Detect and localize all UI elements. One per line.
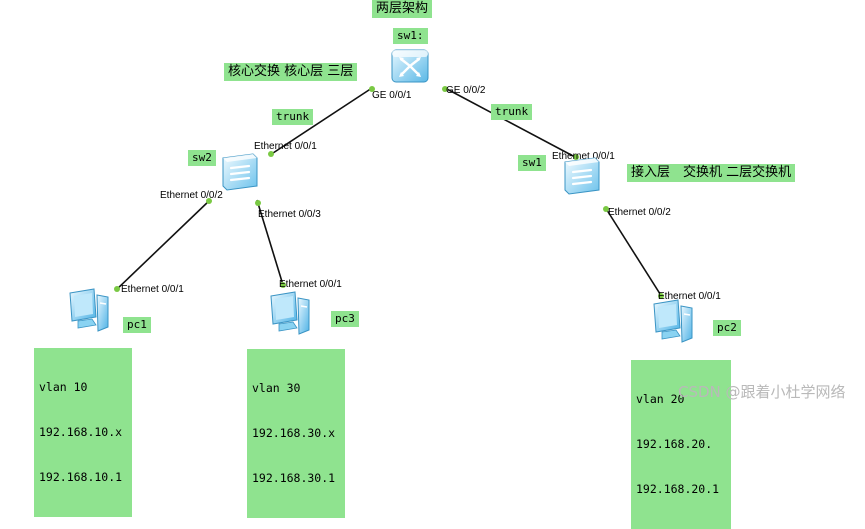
port-label-core-ge2: GE 0/0/2 [446,85,486,96]
diagram-title: 两层架构 [372,0,433,19]
port-dots [114,86,664,299]
note-line: 192.168.10.1 [39,470,123,484]
link-sw2-pc1 [114,199,211,292]
link-sw1-pc2 [604,206,663,298]
sw2-switch-icon[interactable] [219,152,261,192]
pc1-vlan-note: vlan 10 192.168.10.x 192.168.10.1 [34,348,132,517]
pc3-label: pc3 [331,311,359,327]
trunk-label-right: trunk [491,104,533,120]
port-label-sw2-eth2: Ethernet 0/0/2 [160,190,223,201]
pc3-vlan-note: vlan 30 192.168.30.x 192.168.30.1 [247,349,345,518]
core-layer-note: 核心交换 核心层 三层 [224,63,358,82]
port-label-core-ge1: GE 0/0/1 [372,90,412,101]
pc3-computer-icon[interactable] [265,290,315,338]
port-dot [114,286,120,292]
note-line: 192.168.20. [636,437,713,451]
access-layer-note: 接入层 交换机 二层交换机 [627,164,796,183]
port-dot [280,282,286,288]
link-core-sw2 [269,87,373,156]
pc1-label: pc1 [123,317,151,333]
port-label-sw2-eth1: Ethernet 0/0/1 [254,141,317,152]
topology-canvas: 两层架构 核心交换 核心层 三层 接入层 交换机 二层交换机 trunk tru… [34,0,846,529]
sw2-label: sw2 [188,150,216,166]
port-dot [603,206,609,212]
note-line: vlan 10 [39,380,88,394]
link-core-sw1 [444,87,576,158]
port-dot [369,86,375,92]
core-switch-label: sw1: [393,28,428,44]
pc2-label: pc2 [713,320,741,336]
port-label-sw1-eth2: Ethernet 0/0/2 [608,207,671,218]
note-line: 192.168.30.x [252,426,336,440]
sw1-label: sw1 [518,155,546,171]
pc2-computer-icon[interactable] [648,298,698,346]
port-dot [206,198,212,204]
port-label-sw1-eth1: Ethernet 0/0/1 [552,151,615,162]
port-dot [442,86,448,92]
pc1-computer-icon[interactable] [64,287,114,335]
note-line: vlan 30 [252,381,301,395]
note-line: vlan 20 [636,392,685,406]
sw1-switch-icon[interactable] [561,156,603,196]
watermark: CSDN @跟着小杜学网络 [678,383,846,401]
port-label-pc2-eth1: Ethernet 0/0/1 [658,291,721,302]
port-label-pc1-eth1: Ethernet 0/0/1 [121,284,184,295]
port-dot [268,151,274,157]
note-line: 192.168.10.x [39,425,123,439]
port-label-sw2-eth3: Ethernet 0/0/3 [258,209,321,220]
link-sw2-pc3 [256,199,284,286]
note-line: 192.168.30.1 [252,471,336,485]
port-dot [573,154,579,160]
port-label-pc3-eth1: Ethernet 0/0/1 [279,279,342,290]
trunk-label-left: trunk [272,109,314,125]
port-dot [658,293,664,299]
port-dot [255,200,261,206]
link-layer [114,86,664,299]
note-line: 192.168.20.1 [636,482,720,496]
core-switch-icon[interactable] [390,46,430,86]
